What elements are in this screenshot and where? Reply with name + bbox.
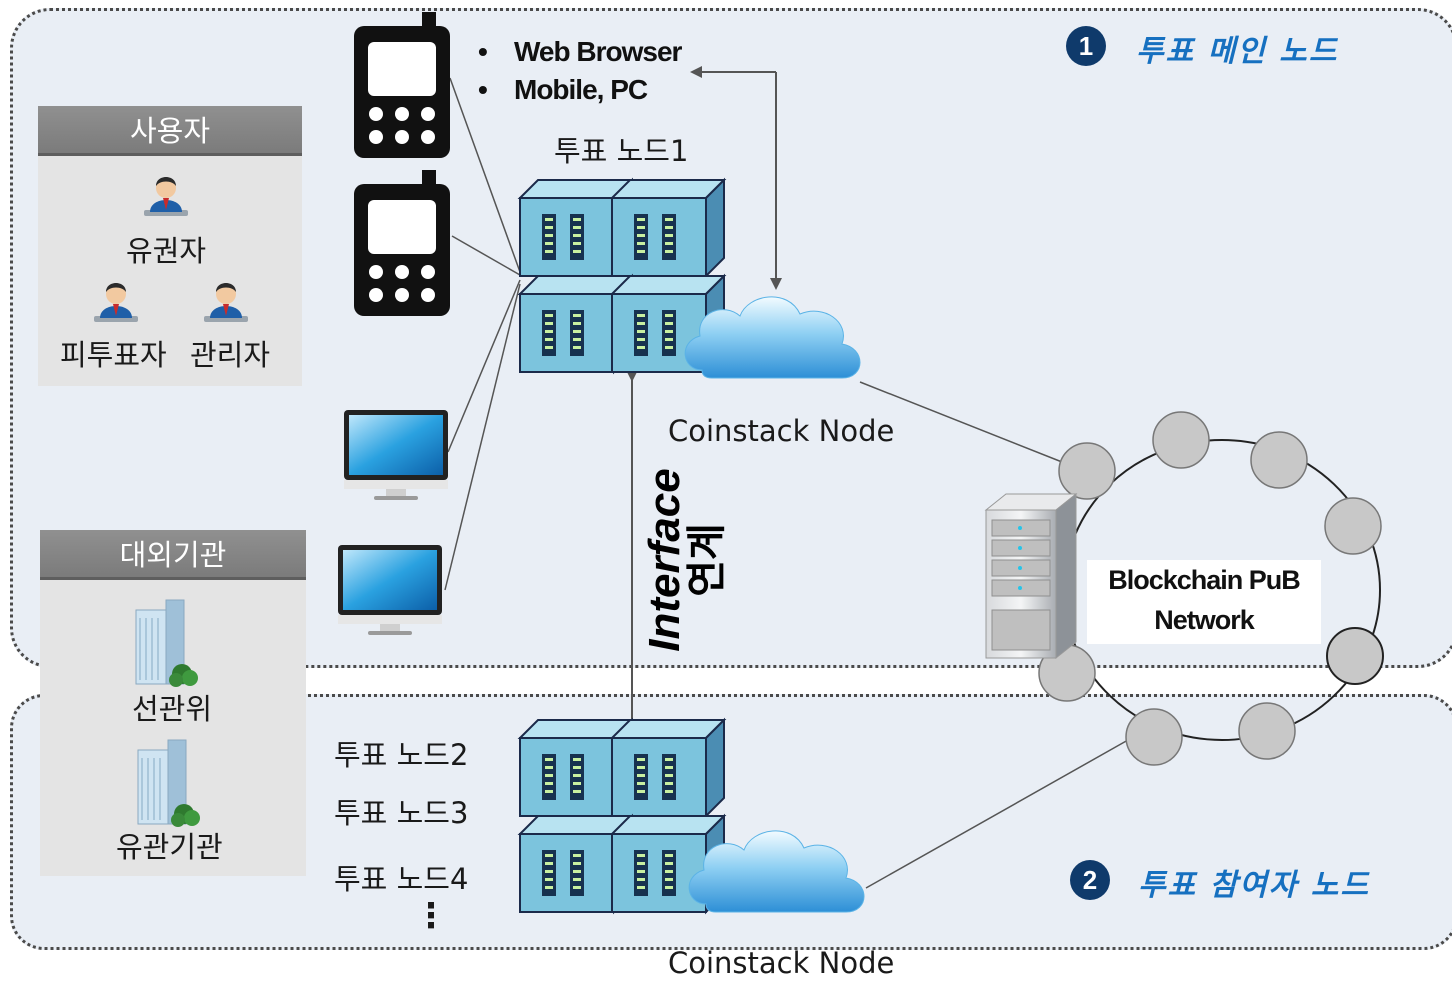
participant-node-title: 투표 참여자 노드 [1138,868,1371,903]
blockchain-ring [1038,411,1384,766]
pc-monitor-icon [344,410,448,500]
agencies-panel-header: 대외기관 [40,530,306,580]
network-lines [859,381,1129,889]
role-candidate: 피투표자 [60,338,167,372]
mobile-phone-icon [354,170,450,316]
users-panel: 사용자 [38,106,302,386]
access-item-mobile-pc: •Mobile, PC [478,74,648,105]
step-2-badge: 2 [1070,860,1110,900]
blockchain-label-line1: Blockchain PuB [1108,565,1301,595]
vote-node-4-label: 투표 노드4 [334,862,469,896]
main-node-title: 투표 메인 노드 [1136,34,1339,69]
step-1-badge: 1 [1066,26,1106,66]
role-admin: 관리자 [190,338,271,372]
org-related-agency: 유관기관 [116,830,223,864]
server-tower-icon [984,492,1078,660]
bullet-icon: • [478,36,488,67]
more-nodes-ellipsis: ⋮ [414,896,448,936]
users-panel-header: 사용자 [38,106,302,156]
interface-label-ko: 연계 [684,523,730,597]
access-item-web-browser: •Web Browser [478,36,682,67]
coinstack-node-label-sub: Coinstack Node [668,946,895,980]
browser-link-arrow [690,66,782,290]
org-election-commission: 선관위 [132,692,213,726]
pc-monitor-icon [338,545,442,635]
coinstack-node-label-main: Coinstack Node [668,414,895,448]
blockchain-network-label: Blockchain PuB Network [1087,560,1321,644]
device-connector-lines [444,77,521,591]
blockchain-label-line2: Network [1154,605,1255,635]
interface-link-label: Interface 연계 [640,468,730,652]
vote-node-1-label: 투표 노드1 [554,134,689,168]
role-voter: 유권자 [126,234,207,268]
vote-node-2-label: 투표 노드2 [334,738,469,772]
interface-label-en: Interface [640,468,689,652]
vote-node-3-label: 투표 노드3 [334,796,469,830]
bullet-icon: • [478,74,488,105]
mobile-phone-icon [354,12,450,158]
